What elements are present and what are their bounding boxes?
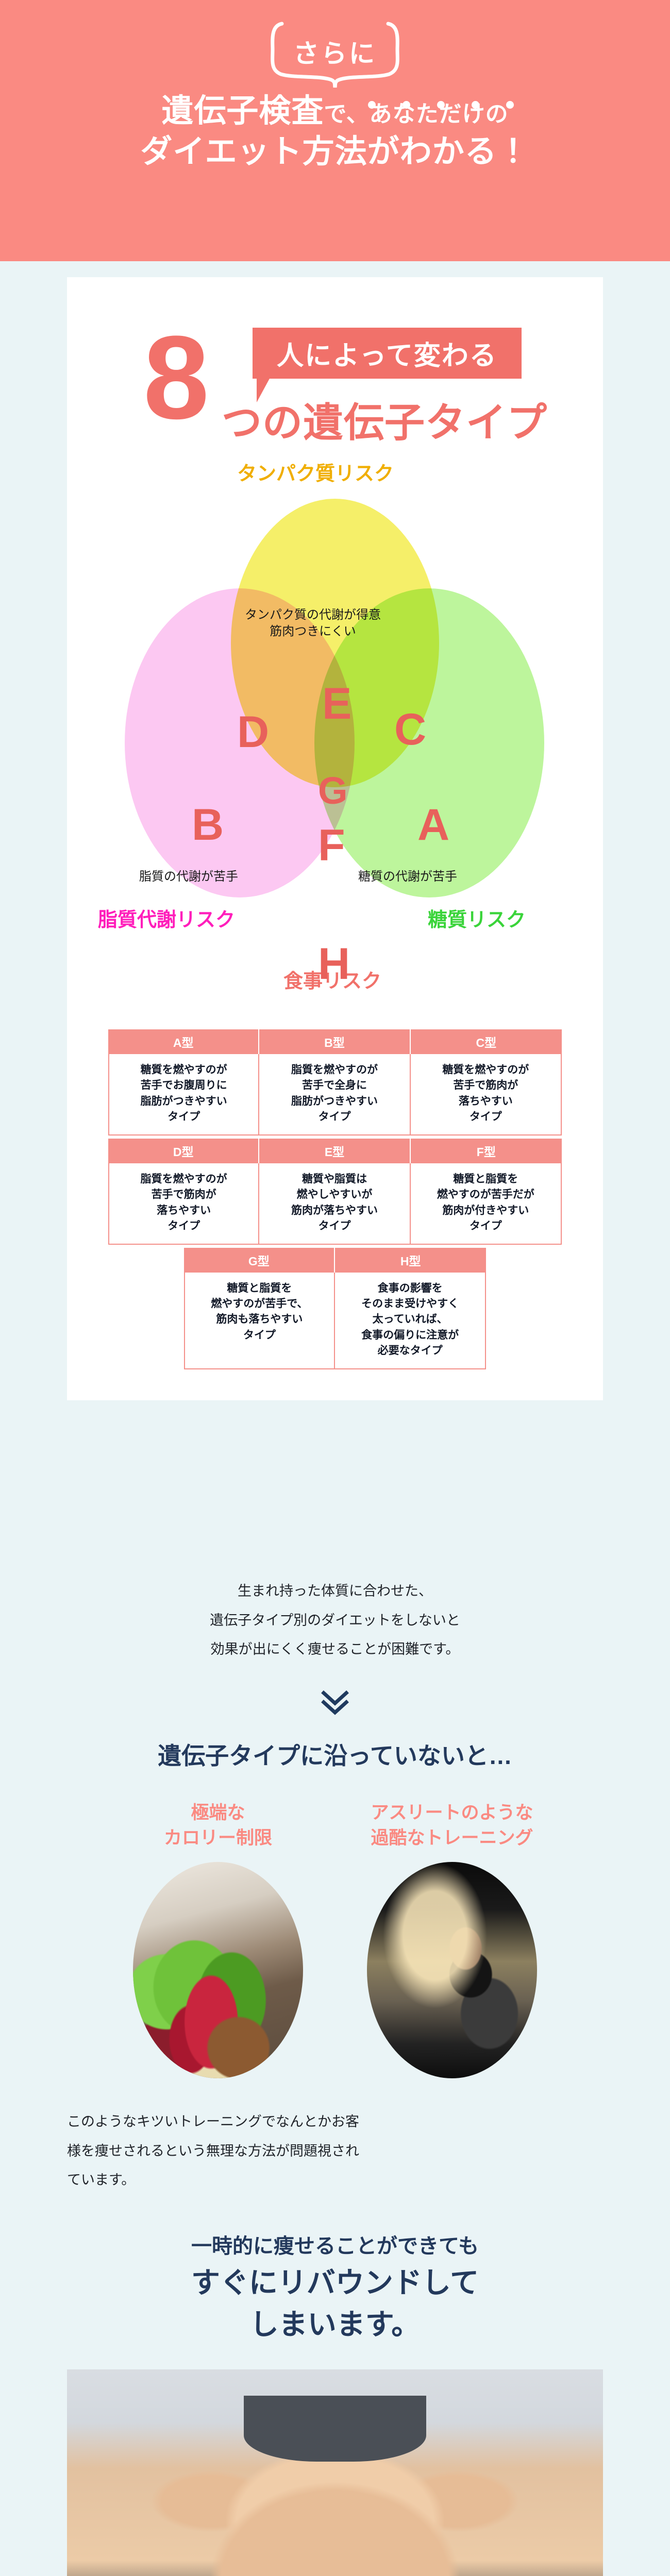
venn-note-protein-line2: 筋肉つきにくい	[270, 624, 356, 639]
table-cell: 脂質を燃やすのが苦手で全身に脂肪がつきやすいタイプ	[259, 1054, 411, 1136]
table-header-cell: C型	[410, 1029, 562, 1054]
venn-letter-d: D	[237, 707, 270, 757]
dot	[506, 101, 514, 109]
venn-note-protein-line1: タンパク質の代謝が得意	[245, 608, 381, 622]
table-row: 糖質と脂質を燃やすのが苦手で、筋肉も落ちやすいタイプ 食事の影響をそのまま受けや…	[183, 1272, 487, 1369]
column-title-line1: アスリートのような	[371, 1803, 533, 1823]
hero-badge-text: さらに	[293, 39, 377, 68]
column-title-line1: 極端な	[191, 1803, 245, 1823]
salad-bowl-photo	[133, 1862, 303, 2079]
table-header-row: D型 E型 F型	[108, 1138, 562, 1163]
venn-label-protein: タンパク質リスク	[237, 463, 394, 485]
eight-types-label: つの遺伝子タイプ	[222, 400, 548, 445]
rebound-heading: 一時的に痩せることができても すぐにリバウンドして しまいます。	[0, 2231, 670, 2345]
venn-letter-a: A	[417, 800, 450, 850]
venn-letter-f: F	[318, 821, 345, 870]
column-calorie-restriction: 極端な カロリー制限	[110, 1800, 326, 2079]
gym-workout-image	[367, 1862, 537, 2079]
problem-paragraph: このようなキツいトレーニングでなんとかお客 様を痩せされるという無理な方法が問題…	[67, 2107, 603, 2195]
intro-paragraph: 生まれ持った体質に合わせた、 遺伝子タイプ別のダイエットをしないと 効果が出にく…	[0, 1577, 670, 1664]
double-chevron-down-icon	[321, 1690, 349, 1715]
table-header-cell: H型	[335, 1247, 487, 1273]
table-header-row: G型 H型	[183, 1247, 487, 1273]
intro-paragraph-line2: 遺伝子タイプ別のダイエットをしないと	[210, 1612, 460, 1628]
problem-paragraph-line3: ています。	[67, 2172, 136, 2188]
column-title-line2: 過酷なトレーニング	[371, 1828, 533, 1849]
rebound-subheading: 一時的に痩せることができても	[191, 2235, 479, 2258]
problem-paragraph-line1: このようなキツいトレーニングでなんとかお客	[67, 2114, 359, 2130]
venn-label-sugar: 糖質リスク	[428, 909, 526, 931]
venn-label-fat: 脂質代謝リスク	[98, 909, 236, 931]
hero-badge: さらに	[250, 21, 420, 88]
rebound-heading-line2: しまいます。	[249, 2308, 421, 2341]
dot	[368, 101, 376, 109]
table-header-cell: F型	[410, 1138, 562, 1163]
column-title: 極端な カロリー制限	[110, 1800, 326, 1851]
table-header-row: A型 B型 C型	[108, 1029, 562, 1054]
gym-workout-photo	[367, 1862, 537, 2079]
problem-paragraph-line2: 様を痩せされるという無理な方法が問題視され	[67, 2143, 359, 2159]
column-harsh-training: アスリートのような 過酷なトレーニング	[344, 1800, 560, 2079]
dot	[472, 101, 479, 109]
speech-bracket-icon	[271, 22, 399, 88]
venn-letter-g: G	[318, 769, 348, 812]
venn-letter-b: B	[192, 800, 224, 850]
table-cell: 糖質と脂質を燃やすのが苦手で、筋肉も落ちやすいタイプ	[183, 1272, 335, 1369]
table-row: 脂質を燃やすのが苦手で筋肉が落ちやすいタイプ 糖質や脂質は燃やしやすいが筋肉が落…	[108, 1163, 562, 1245]
table-cell: 糖質を燃やすのが苦手でお腹周りに脂肪がつきやすいタイプ	[108, 1054, 260, 1136]
table-row: 糖質を燃やすのが苦手でお腹周りに脂肪がつきやすいタイプ 脂質を燃やすのが苦手で全…	[108, 1054, 562, 1136]
intro-paragraph-line1: 生まれ持った体質に合わせた、	[238, 1583, 432, 1599]
table-cell: 食事の影響をそのまま受けやすく太っていれば、食事の偏りに注意が必要なタイプ	[335, 1272, 487, 1369]
venn-ellipse-sugar	[314, 588, 544, 897]
venn-note-sugar: 糖質の代謝が苦手	[358, 870, 457, 884]
rebound-heading-line1: すぐにリバウンドして	[191, 2266, 479, 2299]
hero-banner: さらに 遺伝子検査で、あなただけの ダイエット方法がわかる！	[0, 0, 670, 261]
venn-note-fat: 脂質の代謝が苦手	[139, 870, 238, 884]
hero-title: 遺伝子検査で、あなただけの ダイエット方法がわかる！	[140, 91, 529, 173]
eight-number: 8	[143, 311, 209, 444]
venn-letter-c: C	[394, 705, 427, 754]
table-header-cell: E型	[259, 1138, 411, 1163]
venn-diagram: タンパク質リスク 脂質代謝リスク 糖質リスク 食事リスク タンパク質の代謝が得意…	[67, 457, 603, 1024]
hard-methods-columns: 極端な カロリー制限 アスリートのような 過酷なトレーニング	[0, 1800, 670, 2079]
eight-types-bubble-text: 人によって変わる	[277, 341, 497, 371]
dot	[403, 101, 410, 109]
venn-stage: タンパク質の代謝が得意 筋肉つきにくい 脂質の代謝が苦手 糖質の代謝が苦手 E …	[67, 499, 603, 986]
dot	[437, 101, 445, 109]
gene-type-card: 人によって変わる 8 つの遺伝子タイプ タンパク質リスク 脂質代謝リスク 糖質リ…	[67, 277, 603, 1400]
intro-paragraph-line3: 効果が出にくく痩せることが困難です。	[210, 1641, 460, 1657]
gene-type-table: A型 B型 C型 糖質を燃やすのが苦手でお腹周りに脂肪がつきやすいタイプ 脂質を…	[108, 1029, 562, 1369]
table-header-cell: B型	[259, 1029, 411, 1054]
table-cell: 糖質と脂質を燃やすのが苦手だが筋肉が付きやすいタイプ	[410, 1163, 562, 1245]
column-title: アスリートのような 過酷なトレーニング	[344, 1800, 560, 1851]
rebound-main-heading: すぐにリバウンドして しまいます。	[0, 2262, 670, 2345]
eight-types-bubble: 人によって変わる	[253, 328, 522, 402]
table-cell: 糖質や脂質は燃やしやすいが筋肉が落ちやすいタイプ	[259, 1163, 411, 1245]
emphasis-dots	[368, 101, 514, 109]
table-header-cell: G型	[183, 1247, 335, 1273]
belly-fat-photo	[67, 2369, 603, 2576]
venn-letter-h: H	[318, 939, 350, 989]
column-title-line2: カロリー制限	[163, 1828, 272, 1849]
salad-bowl-image	[133, 1862, 303, 2079]
not-matching-heading: 遺伝子タイプに沿っていないと…	[158, 1742, 512, 1770]
venn-note-protein: タンパク質の代謝が得意 筋肉つきにくい	[245, 607, 381, 640]
table-cell: 糖質を燃やすのが苦手で筋肉が落ちやすいタイプ	[410, 1054, 562, 1136]
table-header-cell: A型	[108, 1029, 260, 1054]
hero-title-keyword: 遺伝子検査	[161, 93, 324, 129]
venn-letter-e: E	[322, 679, 352, 728]
hero-title-line2: ダイエット方法がわかる！	[140, 134, 530, 170]
eight-types-heading: 人によって変わる 8 つの遺伝子タイプ	[67, 298, 603, 452]
table-header-cell: D型	[108, 1138, 260, 1163]
venn-label-meal: 食事リスク	[283, 971, 382, 992]
table-cell: 脂質を燃やすのが苦手で筋肉が落ちやすいタイプ	[108, 1163, 260, 1245]
